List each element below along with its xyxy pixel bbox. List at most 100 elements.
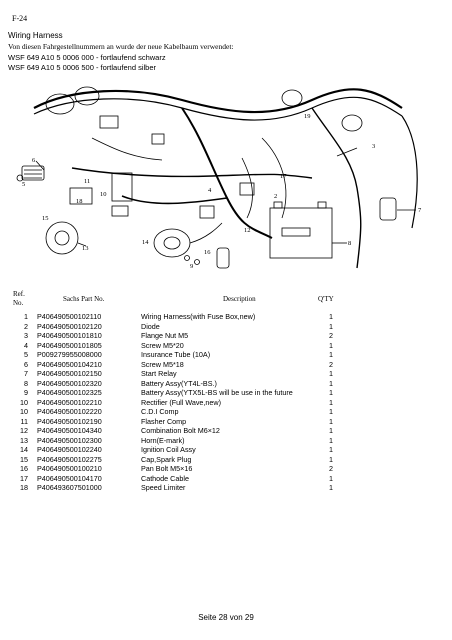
row-ref: 4 — [24, 340, 28, 350]
parts-table-header: Ref. No. Sachs Part No. Description Q'TY — [0, 290, 452, 312]
row-quantity: 1 — [329, 416, 333, 426]
row-ref: 7 — [24, 369, 28, 378]
header-description: Description — [223, 295, 256, 303]
row-part-number: P406490500102275 — [37, 454, 102, 464]
table-row: 11 P406490500102190 Flasher Comp 1 — [0, 417, 452, 427]
header-ref-no: No. — [13, 299, 24, 307]
row-description: Screw M5*20 — [141, 340, 184, 350]
callout-label: 14 — [142, 239, 149, 246]
row-ref: 10 — [20, 407, 28, 416]
row-quantity: 1 — [329, 397, 333, 407]
row-quantity: 1 — [329, 350, 333, 359]
row-ref: 11 — [20, 416, 28, 426]
row-ref: 2 — [24, 321, 28, 331]
row-ref: 17 — [20, 473, 28, 483]
callout-label: 9 — [190, 263, 193, 270]
callout-label: 7 — [418, 207, 422, 214]
row-description: Flasher Comp — [141, 416, 187, 426]
row-part-number: P406490500102150 — [37, 369, 102, 378]
callout-label: 10 — [100, 191, 107, 198]
row-part-number: P406490500104210 — [37, 359, 102, 369]
row-part-number: P406490500102190 — [37, 416, 102, 426]
row-quantity: 1 — [329, 369, 333, 378]
row-part-number: P406490500104170 — [37, 473, 102, 483]
row-quantity: 1 — [329, 435, 333, 445]
header-qty: Q'TY — [318, 295, 334, 303]
row-quantity: 1 — [329, 312, 333, 321]
row-ref: 18 — [20, 483, 28, 492]
page-title: Wiring Harness — [8, 31, 63, 40]
table-row: 2 P406490500102120 Diode 1 — [0, 322, 452, 332]
row-part-number: P406490500100210 — [37, 464, 102, 473]
row-ref: 13 — [20, 435, 28, 445]
row-part-number: P406490500102210 — [37, 397, 102, 407]
row-description: Cathode Cable — [141, 473, 189, 483]
row-quantity: 1 — [329, 378, 333, 388]
callout-label: 19 — [304, 113, 311, 120]
row-quantity: 2 — [329, 331, 333, 340]
row-description: Flange Nut M5 — [141, 331, 189, 340]
page-footer: Seite 28 von 29 — [198, 613, 254, 622]
row-description: Cap,Spark Plug — [141, 454, 192, 464]
row-quantity: 1 — [329, 321, 333, 331]
callout-label: 13 — [82, 245, 89, 252]
table-row: 3 P406490500101810 Flange Nut M5 2 — [0, 331, 452, 341]
row-part-number: P406490500102120 — [37, 321, 102, 331]
wiring-harness-diagram: 6 5 18 10 11 17 4 19 3 16 12 2 15 13 14 … — [12, 78, 444, 284]
row-quantity: 1 — [329, 454, 333, 464]
row-description: Ignition Coil Assy — [141, 445, 196, 454]
table-row: 9 P406490500102325 Battery Assy(YTX5L-BS w… — [0, 388, 452, 398]
row-ref: 1 — [24, 312, 28, 321]
row-quantity: 2 — [329, 464, 333, 473]
row-ref: 15 — [20, 454, 28, 464]
row-description: Combination Bolt M6×12 — [141, 426, 220, 435]
row-ref: 9 — [24, 388, 28, 397]
callout-label: 4 — [208, 187, 212, 194]
row-quantity: 1 — [329, 407, 333, 416]
row-description: Screw M5*18 — [141, 359, 184, 369]
row-ref: 14 — [20, 445, 28, 454]
intro-text: Von diesen Fahrgestellnummern an wurde d… — [8, 42, 234, 51]
row-quantity: 1 — [329, 426, 333, 435]
callout-label: 2 — [274, 193, 277, 200]
row-part-number: P406490500102320 — [37, 378, 102, 388]
frame-number-line-silver: WSF 649 A10 5 0006 500 - fortlaufend sil… — [8, 63, 157, 72]
row-part-number: P406490500102325 — [37, 388, 102, 397]
callout-label: 17 — [280, 173, 287, 180]
table-row: 16 P406490500100210 Pan Bolt M5×16 2 — [0, 464, 452, 474]
table-row: 7 P406490500102150 Start Relay 1 — [0, 369, 452, 379]
row-description: Diode — [141, 321, 160, 331]
row-quantity: 1 — [329, 483, 333, 492]
row-ref: 5 — [24, 350, 28, 359]
row-part-number: P406490500101810 — [37, 331, 102, 340]
callout-label: 5 — [22, 181, 25, 188]
callout-label: 8 — [348, 240, 351, 247]
callout-label: 15 — [42, 215, 49, 222]
row-ref: 16 — [20, 464, 28, 473]
row-description: Start Relay — [141, 369, 177, 378]
frame-number-line-black: WSF 649 A10 5 0006 000 - fortlaufend sch… — [8, 53, 166, 62]
row-description: Pan Bolt M5×16 — [141, 464, 193, 473]
row-ref: 3 — [24, 331, 28, 340]
row-quantity: 1 — [329, 340, 333, 350]
callout-label: 11 — [84, 178, 90, 185]
row-description: Speed Limiter — [141, 483, 186, 492]
row-description: Wiring Harness(with Fuse Box,new) — [141, 312, 256, 321]
row-quantity: 1 — [329, 388, 333, 397]
callout-label: 12 — [244, 227, 251, 234]
row-description: Battery Assy(YTX5L-BS will be use in the… — [141, 388, 293, 397]
row-quantity: 2 — [329, 359, 333, 369]
header-part-no: Sachs Part No. — [63, 295, 105, 303]
row-ref: 12 — [20, 426, 28, 435]
